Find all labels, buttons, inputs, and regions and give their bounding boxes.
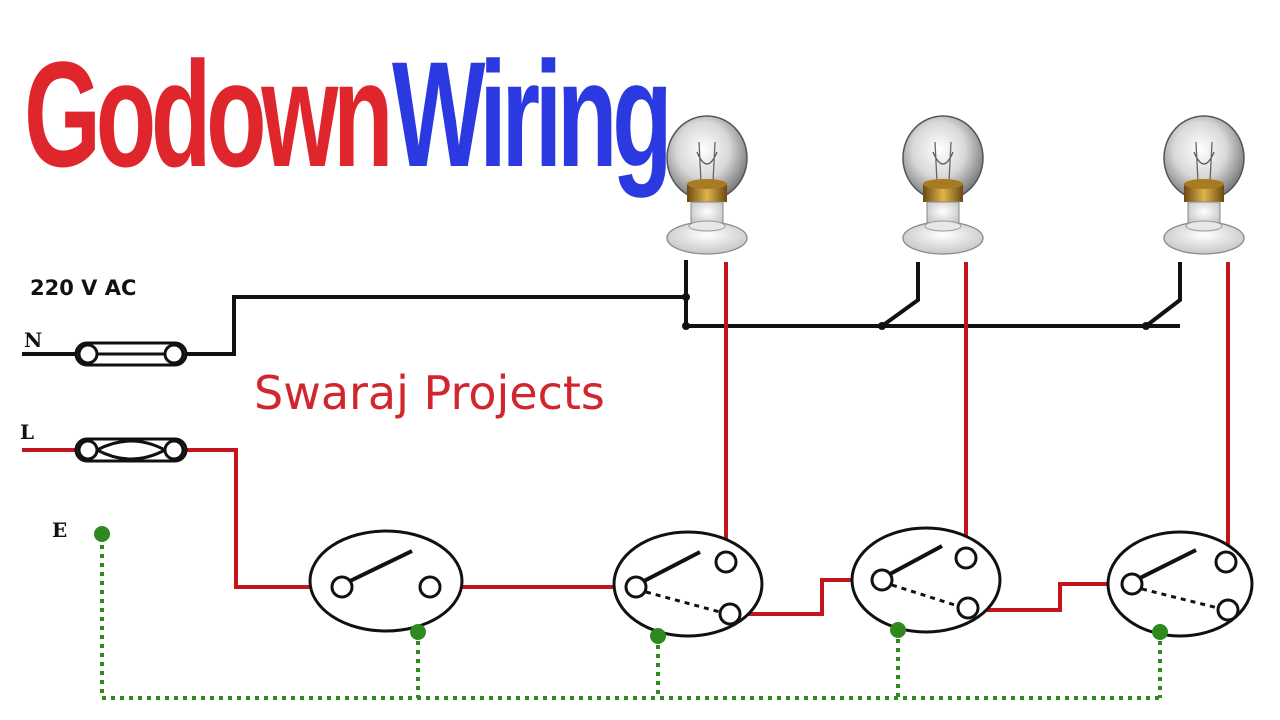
two-way-switch-2 (850, 526, 1002, 638)
neutral-link (74, 341, 188, 367)
two-way-switch-3 (1106, 530, 1254, 640)
neutral-label: N (24, 328, 43, 352)
bulb-3 (1163, 115, 1245, 255)
title-godown: Godown (24, 30, 394, 198)
earth-label: E (52, 518, 68, 542)
one-way-switch (308, 529, 464, 640)
neutral-wiring (22, 260, 1182, 356)
live-label: L (20, 420, 35, 444)
earth-wiring (100, 536, 1162, 700)
credit-text: Swaraj Projects (254, 366, 605, 420)
two-way-switch-1 (612, 530, 764, 644)
bulb-1 (666, 115, 748, 255)
live-fuse (74, 437, 188, 463)
title-wiring: Wiring (392, 30, 673, 198)
bulb-2 (902, 115, 984, 255)
supply-label: 220 V AC (30, 276, 137, 300)
earth-terminal (94, 526, 110, 542)
